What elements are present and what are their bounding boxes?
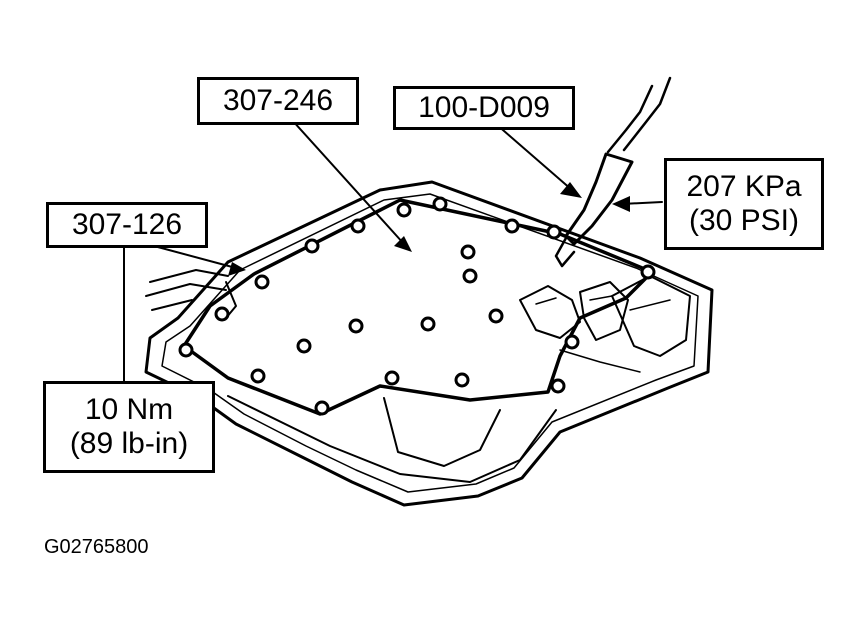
bolt-head bbox=[488, 308, 504, 324]
arrowhead-307-126 bbox=[228, 262, 246, 276]
bolt-head bbox=[550, 378, 566, 394]
solenoid-detail bbox=[535, 295, 671, 373]
transmission-case-outline bbox=[144, 180, 714, 507]
bolt-head bbox=[454, 372, 470, 388]
callout-pressure: 207 KPa (30 PSI) bbox=[664, 158, 824, 250]
leader-307-126 bbox=[153, 245, 237, 269]
solenoid-cluster bbox=[519, 275, 691, 357]
torque-line-1: 10 Nm bbox=[84, 393, 174, 426]
bolt-head bbox=[462, 268, 478, 284]
bolt-head bbox=[350, 218, 366, 234]
callout-307-246-text: 307-246 bbox=[222, 84, 334, 117]
bolt-head bbox=[296, 338, 312, 354]
arrowhead-307-246 bbox=[394, 236, 412, 252]
arrowhead-100-d009 bbox=[560, 182, 582, 198]
valve-body-plate bbox=[182, 198, 654, 416]
nozzle-body bbox=[564, 152, 634, 246]
bolt-head bbox=[564, 334, 580, 350]
bolt-head bbox=[432, 196, 448, 212]
bolt-head bbox=[214, 306, 230, 322]
figure-id: G02765800 bbox=[44, 536, 149, 558]
callout-307-126: 307-126 bbox=[46, 202, 208, 248]
arrowhead-207-kpa bbox=[612, 196, 630, 212]
bolt-head bbox=[640, 264, 656, 280]
bolt-head bbox=[504, 218, 520, 234]
bolt-head bbox=[460, 244, 476, 260]
bolt-head bbox=[384, 370, 400, 386]
nozzle-tip bbox=[554, 236, 576, 268]
leader-100-d009 bbox=[495, 123, 573, 191]
case-lower-edge bbox=[227, 395, 557, 483]
bolt-head bbox=[304, 238, 320, 254]
pressure-line-2: (30 PSI) bbox=[688, 204, 800, 237]
callout-torque: 10 Nm (89 lb-in) bbox=[43, 381, 215, 473]
bolt-head bbox=[178, 342, 194, 358]
pressure-line-1: 207 KPa bbox=[686, 170, 802, 203]
wiring-harness bbox=[145, 269, 237, 319]
torque-line-2: (89 lb-in) bbox=[69, 427, 189, 460]
bolt-head bbox=[396, 202, 412, 218]
bolt-head bbox=[314, 400, 330, 416]
bolt-group bbox=[178, 196, 656, 416]
bolt-head bbox=[348, 318, 364, 334]
bolt-head bbox=[254, 274, 270, 290]
callout-307-246: 307-246 bbox=[197, 77, 359, 125]
callout-100-d009-text: 100-D009 bbox=[418, 91, 550, 124]
bolt-head bbox=[420, 316, 436, 332]
callout-100-d009: 100-D009 bbox=[393, 86, 575, 130]
case-inner-rim bbox=[161, 193, 699, 493]
bolt-head bbox=[250, 368, 266, 384]
air-hose bbox=[606, 76, 672, 154]
callout-307-126-text: 307-126 bbox=[71, 208, 183, 241]
leader-307-246 bbox=[291, 119, 405, 245]
bolt-head bbox=[546, 224, 562, 240]
